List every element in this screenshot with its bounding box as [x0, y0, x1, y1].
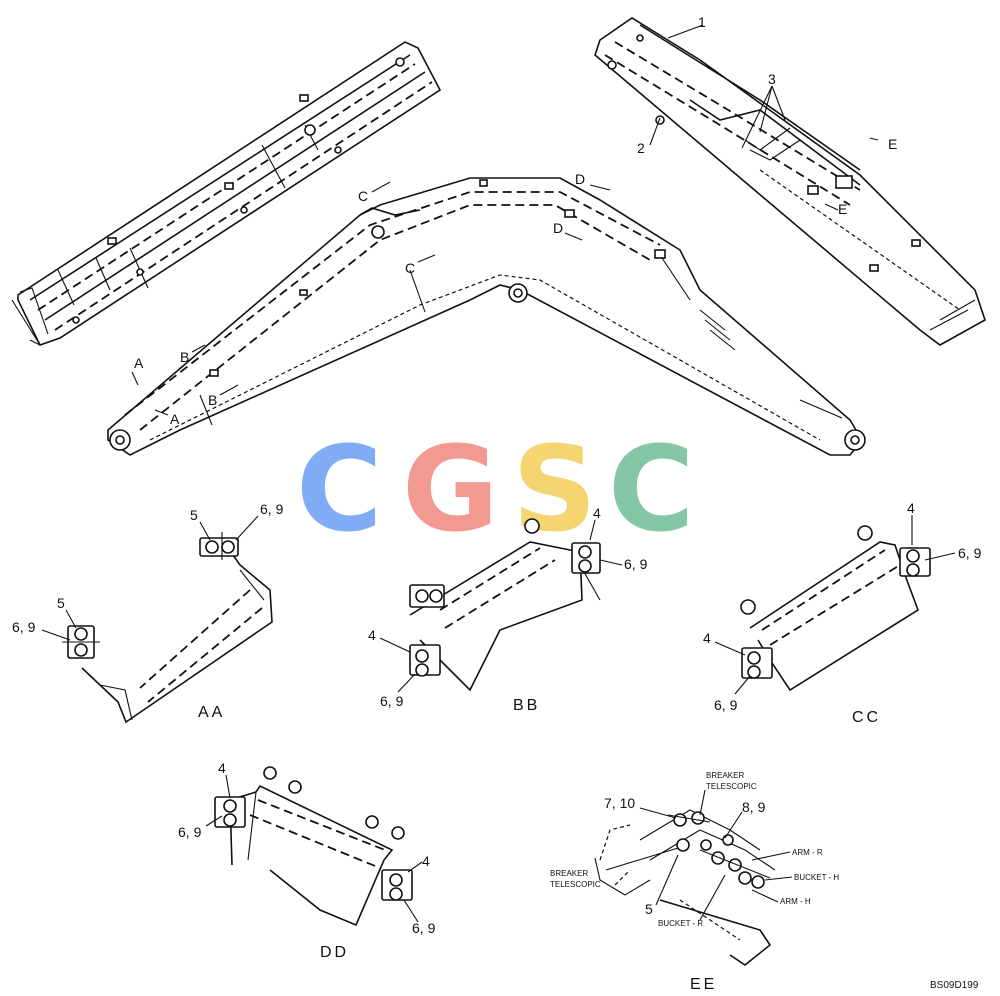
- bb-callout-left-6-9: 6, 9: [380, 693, 404, 709]
- boom-drawing: [107, 177, 866, 456]
- ee-callout-8-9: 8, 9: [742, 799, 766, 815]
- detail-cc: 4 6, 9 4 6, 9 CC: [703, 500, 982, 726]
- aa-callout-top-5: 5: [190, 507, 198, 523]
- view-c-label-2: C: [405, 260, 415, 276]
- ee-breaker-left-line2: TELESCOPIC: [550, 880, 601, 889]
- view-e-label-2: E: [838, 201, 847, 217]
- detail-dd: 4 6, 9 4 6, 9 DD: [178, 760, 436, 961]
- view-a-label-2: A: [170, 411, 180, 427]
- watermark-letter-c1: C: [296, 420, 383, 558]
- watermark-letter-c2: C: [608, 420, 695, 558]
- dd-callout-left-4: 4: [218, 760, 226, 776]
- part-1-label: 1: [698, 14, 706, 30]
- view-b-label-2: B: [208, 392, 217, 408]
- ee-breaker-left-line1: BREAKER: [550, 869, 588, 878]
- view-b-label-1: B: [180, 349, 189, 365]
- cc-callout-right-6-9: 6, 9: [958, 545, 982, 561]
- aa-callout-left-5: 5: [57, 595, 65, 611]
- figure-code: BS09D199: [930, 980, 979, 991]
- arm-drawing: [11, 41, 442, 346]
- detail-ee: BREAKER TELESCOPIC 7, 10 8, 9 BREAKER TE…: [550, 771, 839, 993]
- ee-breaker-top-line1: BREAKER: [706, 771, 744, 780]
- watermark-letter-s: S: [512, 420, 597, 558]
- dd-callout-right-4: 4: [422, 853, 430, 869]
- overview-callouts: 1 2 3 E E D D C C B B A A: [131, 14, 897, 427]
- part-3-label: 3: [768, 71, 776, 87]
- arm-right-drawing: [594, 17, 986, 346]
- part-2-label: 2: [637, 140, 645, 156]
- ee-title: EE: [690, 976, 717, 993]
- bb-title: BB: [513, 697, 540, 714]
- cc-callout-left-6-9: 6, 9: [714, 697, 738, 713]
- ee-arm-r: ARM - R: [792, 848, 823, 857]
- dd-title: DD: [320, 944, 349, 961]
- bb-callout-right-4: 4: [593, 505, 601, 521]
- cc-callout-left-4: 4: [703, 630, 711, 646]
- aa-title: AA: [198, 704, 225, 721]
- watermark-letter-g: G: [402, 420, 499, 558]
- view-a-label-1: A: [134, 355, 144, 371]
- cgsc-watermark: C G S C: [296, 420, 695, 558]
- view-d-label-2: D: [553, 220, 563, 236]
- dd-callout-right-6-9: 6, 9: [412, 920, 436, 936]
- ee-breaker-top-line2: TELESCOPIC: [706, 782, 757, 791]
- ee-bucket-r: BUCKET - R: [658, 919, 703, 928]
- ee-arm-h: ARM - H: [780, 897, 811, 906]
- view-c-label-1: C: [358, 188, 368, 204]
- aa-callout-left-6-9: 6, 9: [12, 619, 36, 635]
- cc-title: CC: [852, 709, 881, 726]
- view-e-label-1: E: [888, 136, 897, 152]
- ee-callout-7-10: 7, 10: [604, 795, 635, 811]
- ee-bucket-h: BUCKET - H: [794, 873, 839, 882]
- bb-callout-right-6-9: 6, 9: [624, 556, 648, 572]
- detail-aa: 5 6, 9 5 6, 9 AA: [12, 501, 284, 724]
- cc-callout-right-4: 4: [907, 500, 915, 516]
- ee-callout-5: 5: [645, 901, 653, 917]
- aa-callout-top-6-9: 6, 9: [260, 501, 284, 517]
- bb-callout-left-4: 4: [368, 627, 376, 643]
- detail-bb: 4 6, 9 4 6, 9 BB: [368, 505, 648, 714]
- view-d-label-1: D: [575, 171, 585, 187]
- dd-callout-left-6-9: 6, 9: [178, 824, 202, 840]
